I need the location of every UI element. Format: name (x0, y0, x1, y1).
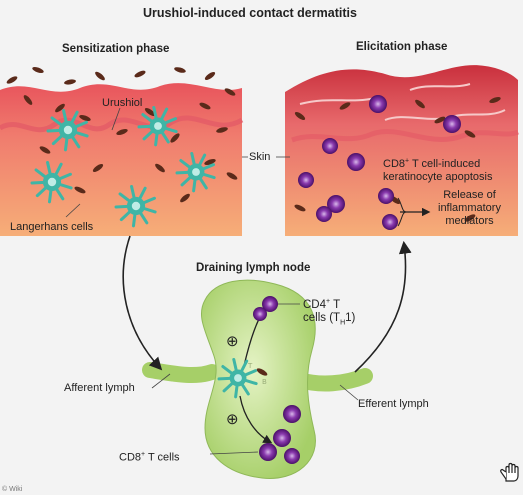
urushiol-particle (434, 116, 446, 124)
urushiol-particle (64, 79, 76, 85)
release-line3: mediators (445, 215, 494, 227)
urushiol-particle (32, 66, 44, 74)
sensitization-phase-title: Sensitization phase (62, 43, 170, 55)
cd8-label: CD8+ T cells (119, 451, 180, 464)
t-cell (369, 95, 387, 113)
t-cell (443, 115, 461, 133)
langerhans-cell (137, 105, 178, 147)
langerhans-cell (30, 160, 73, 204)
t-cell (382, 214, 398, 230)
urushiol-particle (95, 71, 105, 81)
release-label: Release of inflammatory mediators (438, 189, 501, 228)
urushiol-particle (174, 67, 186, 73)
t-cell (298, 172, 314, 188)
t-cell (316, 206, 332, 222)
t-cells (253, 95, 461, 464)
urushiol-particle (180, 193, 190, 203)
cd4-line2: cells (TH1) (303, 311, 356, 327)
hand-cursor-icon (500, 462, 519, 482)
afferent-label: Afferent lymph (64, 382, 135, 394)
t-cell (253, 307, 267, 321)
urushiol-particle (23, 95, 33, 105)
urushiol-particle (489, 96, 501, 104)
release-line2: inflammatory (438, 202, 501, 214)
urushiol-particle (116, 128, 128, 136)
urushiol-particle (294, 204, 306, 212)
leader-lines (65, 107, 359, 455)
urushiol-particle (6, 76, 18, 84)
urushiol-particle (144, 108, 156, 116)
urushiol-particle (464, 214, 476, 222)
arrow-to-skin (354, 240, 412, 373)
urushiol-particle (79, 114, 91, 122)
urushiol-particle (204, 158, 216, 166)
svg-text:T: T (247, 362, 253, 370)
corner-credit: © Wiki (2, 486, 23, 493)
urushiol-particle (199, 102, 211, 110)
t-cell (273, 429, 291, 447)
apoptosis-line1: CD8+ T cell-induced (383, 157, 481, 170)
t-cell (284, 448, 300, 464)
lymph-node-title: Draining lymph node (196, 262, 311, 274)
urushiol-particle (339, 102, 351, 110)
urushiol-particle (224, 88, 236, 96)
cd4-label: CD4+ T cells (TH1) (303, 295, 355, 329)
urushiol-particle (226, 172, 238, 180)
arrow-to-afferent (122, 235, 163, 371)
urushiol-particle (55, 103, 65, 113)
elicitation-phase-title: Elicitation phase (356, 41, 448, 53)
plus-sign-lower: ⊕ (226, 411, 239, 428)
urushiol-particle (464, 130, 476, 138)
langerhans-cell (46, 108, 89, 152)
langerhans-label: Langerhans cells (10, 221, 94, 233)
urushiol-particle (74, 186, 86, 194)
apoptosis-label: CD8+ T cell-induced keratinocyte apoptos… (383, 154, 492, 184)
t-cell (283, 405, 301, 423)
urushiol-particle (92, 164, 104, 172)
urushiol-particle (294, 112, 306, 120)
urushiol-particle (204, 72, 216, 80)
urushiol-particle (216, 127, 228, 133)
cd4-line1: CD4+ T (303, 298, 341, 311)
skin-label: Skin (249, 151, 271, 163)
t-cell (322, 138, 338, 154)
urushiol-particle (155, 163, 165, 173)
apoptosis-line2: keratinocyte apoptosis (383, 170, 493, 183)
urushiol-particle (256, 368, 268, 376)
t-cell (378, 188, 394, 204)
plus-sign-upper: ⊕ (226, 333, 239, 350)
t-cell (347, 153, 365, 171)
t-cell (259, 443, 277, 461)
svg-text:B: B (262, 378, 267, 386)
t-cell (262, 296, 278, 312)
langerhans-cell (217, 357, 258, 399)
urushiol-particle (170, 133, 180, 143)
t-cell (327, 195, 345, 213)
langerhans-cell (114, 184, 157, 228)
langerhans-cells (30, 105, 258, 399)
urushiol-particles (6, 66, 501, 376)
diagram-title: Urushiol-induced contact dermatitis (143, 6, 357, 20)
urushiol-label: Urushiol (102, 97, 143, 109)
release-line1: Release of (443, 189, 496, 201)
urushiol-particle (39, 146, 51, 154)
langerhans-cell (175, 151, 216, 193)
efferent-label: Efferent lymph (358, 398, 429, 410)
release-brace (397, 197, 407, 227)
urushiol-particle (134, 70, 146, 78)
arrow-to-cd8 (239, 395, 273, 444)
urushiol-particle (415, 99, 425, 109)
lymph-node: T B (200, 279, 316, 479)
